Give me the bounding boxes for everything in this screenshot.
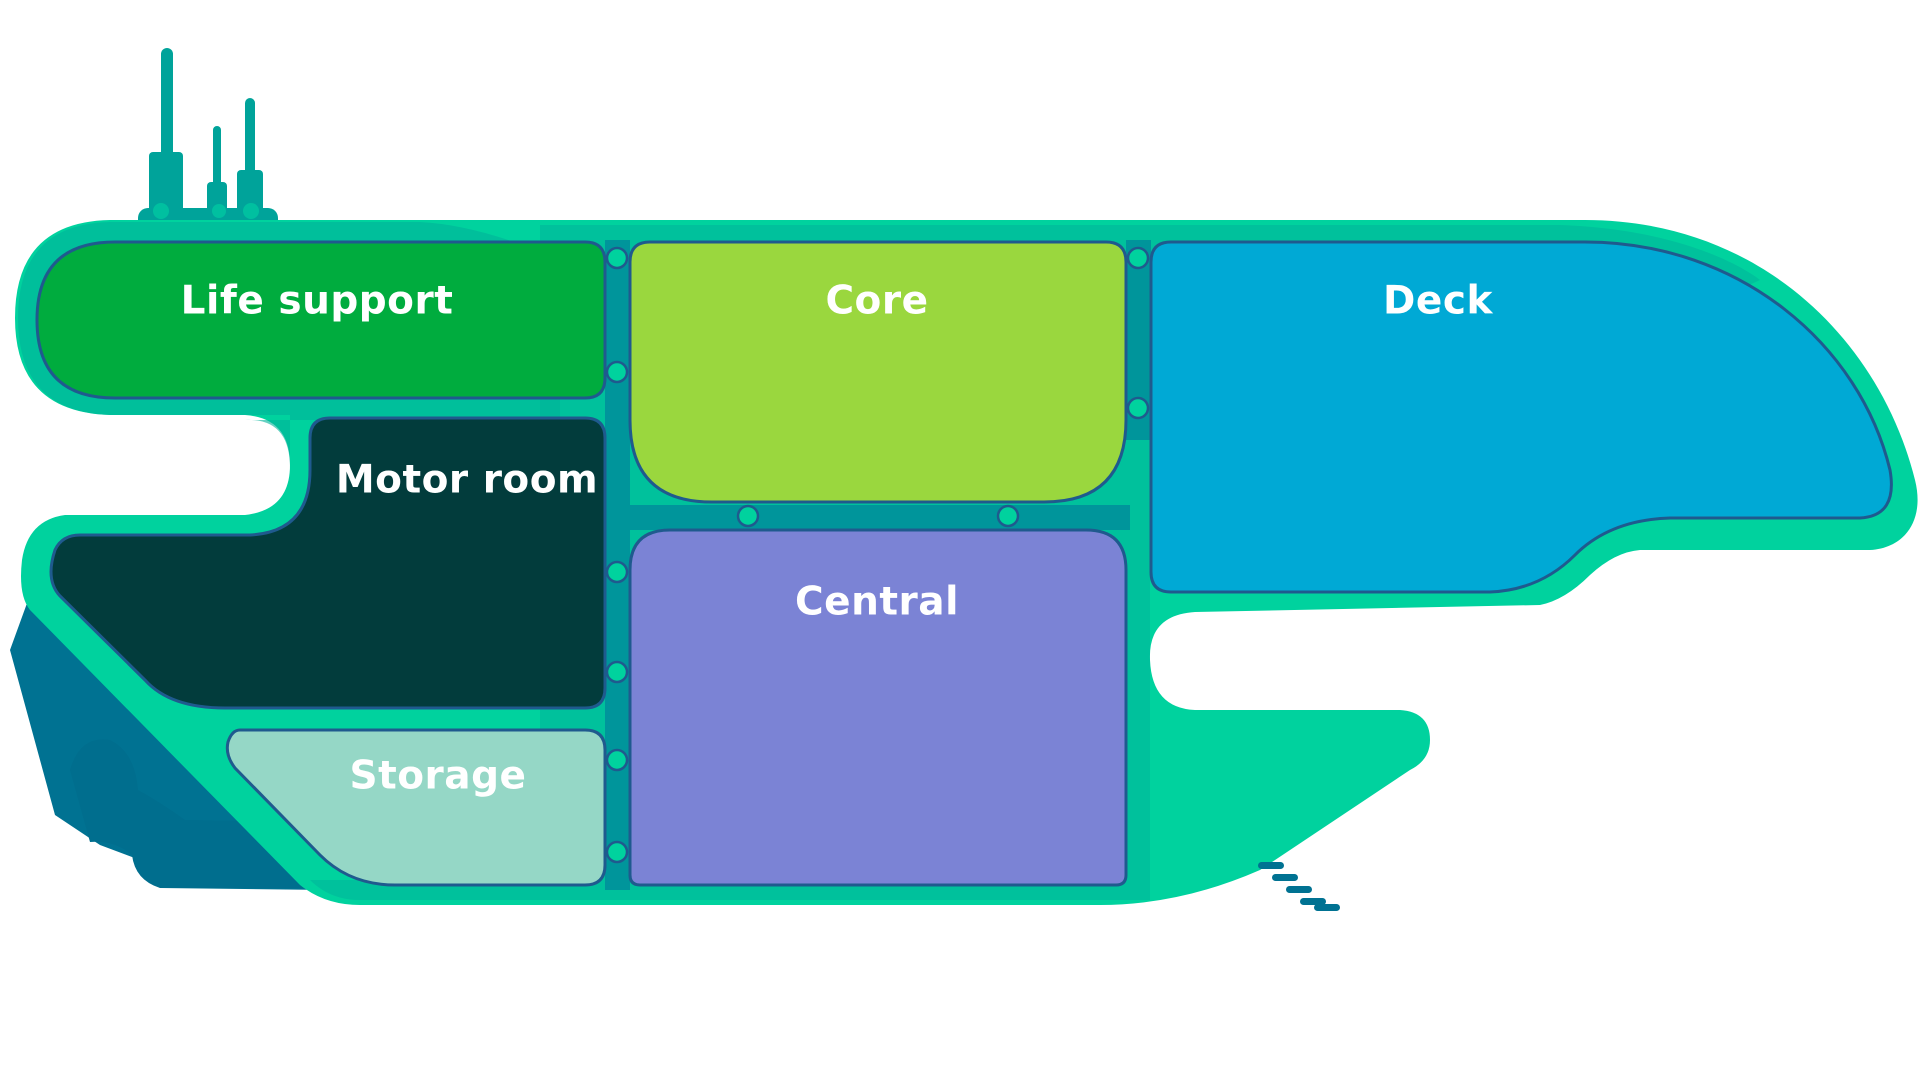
label-core: Core xyxy=(825,279,928,324)
label-deck: Deck xyxy=(1383,279,1493,324)
room-deck xyxy=(1149,240,1893,594)
label-life-support: Life support xyxy=(181,279,454,324)
room-core xyxy=(628,240,1128,504)
room-storage xyxy=(225,728,607,887)
door-connectors xyxy=(605,246,1150,864)
keel-shade xyxy=(70,739,330,888)
antenna-cluster xyxy=(138,48,278,232)
room-motor-room xyxy=(49,416,607,710)
corridors xyxy=(605,240,1151,890)
label-motor-room: Motor room xyxy=(336,458,598,503)
label-central: Central xyxy=(795,580,959,625)
label-storage: Storage xyxy=(350,754,527,799)
room-life-support xyxy=(35,240,607,400)
stairs xyxy=(1258,862,1340,911)
room-central xyxy=(628,528,1128,887)
